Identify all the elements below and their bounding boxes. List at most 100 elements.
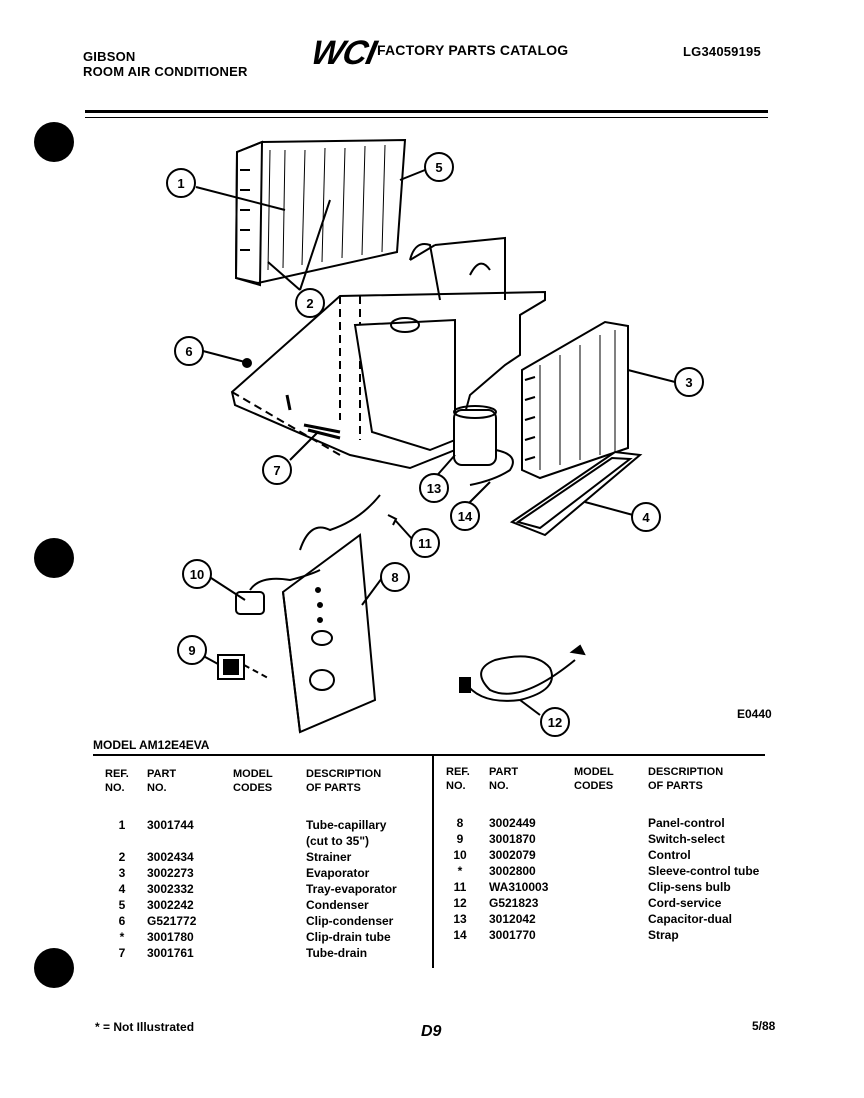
exploded-parts-diagram: 1 2 3 4 5 6 7 8 9 10 11 12 13 14 E0440 xyxy=(166,138,772,737)
table-cell: 12 xyxy=(453,896,467,910)
callout-8: 8 xyxy=(380,562,410,592)
table-cell: 7 xyxy=(118,946,126,960)
table-cell: Clip-drain tube xyxy=(306,930,391,944)
table-cell: 5 xyxy=(118,898,126,912)
right-ref-column: 8 9 10 * 11 12 13 14 xyxy=(448,815,472,943)
table-cell: Tube-drain xyxy=(306,946,368,960)
callout-12: 12 xyxy=(540,707,570,737)
control-panel-drawing xyxy=(281,494,381,734)
print-date: 5/88 xyxy=(752,1019,776,1033)
table-cell: Switch-select xyxy=(648,832,725,846)
table-cell: 3002273 xyxy=(147,866,194,880)
table-cell: 3 xyxy=(118,866,126,880)
table-cell xyxy=(112,833,132,849)
table-cell: 3001870 xyxy=(489,832,536,846)
tray-drawing xyxy=(509,450,643,537)
model-line: MODEL AM12E4EVA xyxy=(93,738,210,752)
table-cell: Sleeve-control tube xyxy=(648,864,760,878)
table-cell: 3002332 xyxy=(147,882,194,896)
table-cell: * xyxy=(119,930,125,944)
svg-text:4: 4 xyxy=(642,510,650,525)
table-cell: 3002242 xyxy=(147,898,194,912)
table-cell: Evaporator xyxy=(306,866,370,880)
table-cell: 1 xyxy=(118,818,126,832)
table-cell: Strap xyxy=(648,928,679,942)
svg-text:6: 6 xyxy=(185,344,192,359)
callout-7: 7 xyxy=(262,455,292,485)
callout-2: 2 xyxy=(295,288,325,318)
capacitor-drawing xyxy=(453,405,514,486)
diagram-code: E0440 xyxy=(737,707,772,721)
callout-1: 1 xyxy=(166,168,196,198)
clip-condenser-drawing xyxy=(242,358,252,368)
table-cell: G521823 xyxy=(489,896,539,910)
product-name: ROOM AIR CONDITIONER xyxy=(83,64,248,79)
page-number: D9 xyxy=(421,1023,442,1040)
table-cell: 8 xyxy=(456,816,464,830)
table-cell: 14 xyxy=(453,928,467,942)
table-cell: Clip-condenser xyxy=(306,914,394,928)
svg-text:10: 10 xyxy=(190,567,204,582)
callout-3: 3 xyxy=(674,367,704,397)
table-cell xyxy=(147,833,196,849)
table-cell: * xyxy=(457,864,463,878)
right-part-column: 3002449 3001870 3002079 3002800 WA310003… xyxy=(489,815,548,943)
service-cord-drawing xyxy=(459,644,586,702)
callout-11: 11 xyxy=(410,528,440,558)
svg-text:13: 13 xyxy=(427,481,441,496)
callout-9: 9 xyxy=(177,635,207,665)
svg-text:5: 5 xyxy=(435,160,442,175)
svg-text:14: 14 xyxy=(458,509,473,524)
table-cell: Panel-control xyxy=(648,816,725,830)
table-cell: 3001780 xyxy=(147,930,194,944)
table-cell: 13 xyxy=(453,912,467,926)
left-header-ref: REF.NO. xyxy=(105,768,129,794)
table-cell: 10 xyxy=(453,848,467,862)
svg-text:2: 2 xyxy=(306,296,313,311)
drain-tube-drawing xyxy=(303,423,341,440)
table-cell: Clip-sens bulb xyxy=(648,880,731,894)
table-cell: 3002079 xyxy=(489,848,536,862)
table-cell: Strainer xyxy=(306,850,352,864)
table-cell: Control xyxy=(648,848,691,862)
table-cell: G521772 xyxy=(147,914,197,928)
brand-name: GIBSON xyxy=(83,49,136,64)
catalog-title: FACTORY PARTS CATALOG xyxy=(377,42,569,58)
doc-number: LG34059195 xyxy=(683,44,761,59)
svg-text:3: 3 xyxy=(685,375,692,390)
svg-text:1: 1 xyxy=(177,176,184,191)
table-cell: 6 xyxy=(118,914,126,928)
header-rule-thin xyxy=(85,117,768,118)
table-cell: 9 xyxy=(456,832,464,846)
svg-text:7: 7 xyxy=(273,463,280,478)
binder-hole-bottom xyxy=(34,948,74,988)
table-rule-top xyxy=(93,754,765,756)
svg-text:12: 12 xyxy=(548,715,562,730)
svg-text:11: 11 xyxy=(418,536,432,551)
table-cell: 11 xyxy=(453,880,467,894)
binder-hole-middle xyxy=(34,538,74,578)
table-cell: Tray-evaporator xyxy=(306,882,397,896)
table-cell: 3002449 xyxy=(489,816,536,830)
callout-5: 5 xyxy=(424,152,454,182)
left-ref-column: 1 2 3 4 5 6 * 7 xyxy=(112,817,132,961)
table-cell: 4 xyxy=(118,882,126,896)
table-divider xyxy=(432,756,434,968)
switch-drawing xyxy=(217,654,269,680)
right-header-ref: REF.NO. xyxy=(446,766,470,792)
table-cell: WA310003 xyxy=(489,880,549,894)
clip-sens-bulb-drawing xyxy=(387,514,398,526)
table-cell: Cord-service xyxy=(648,896,722,910)
table-cell: 3012042 xyxy=(489,912,536,926)
table-cell: 3002800 xyxy=(489,864,536,878)
table-cell: 3002434 xyxy=(147,850,194,864)
callout-14: 14 xyxy=(450,501,480,531)
table-cell: Condenser xyxy=(306,898,369,912)
callout-4: 4 xyxy=(631,502,661,532)
binder-hole-top xyxy=(34,122,74,162)
